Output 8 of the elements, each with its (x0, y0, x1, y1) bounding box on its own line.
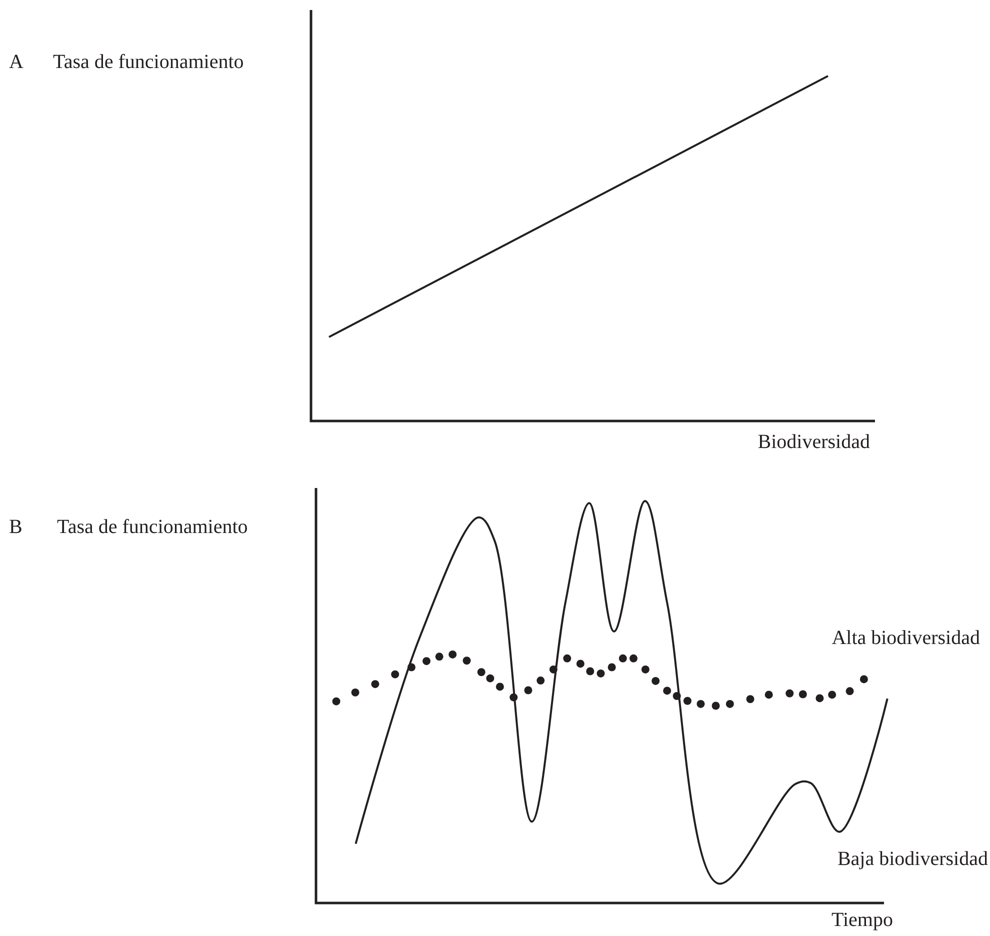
series-label: Baja biodiversidad (837, 849, 988, 869)
axis-label: Tasa de funcionamiento (57, 517, 248, 537)
axis-label: Biodiversidad (758, 432, 870, 452)
series-label: Alta biodiversidad (832, 628, 980, 648)
panel-letter: B (9, 517, 22, 537)
axis-label: Tiempo (831, 910, 893, 930)
axis-label: Tasa de funcionamiento (53, 52, 244, 72)
panel-letter: A (9, 52, 24, 72)
